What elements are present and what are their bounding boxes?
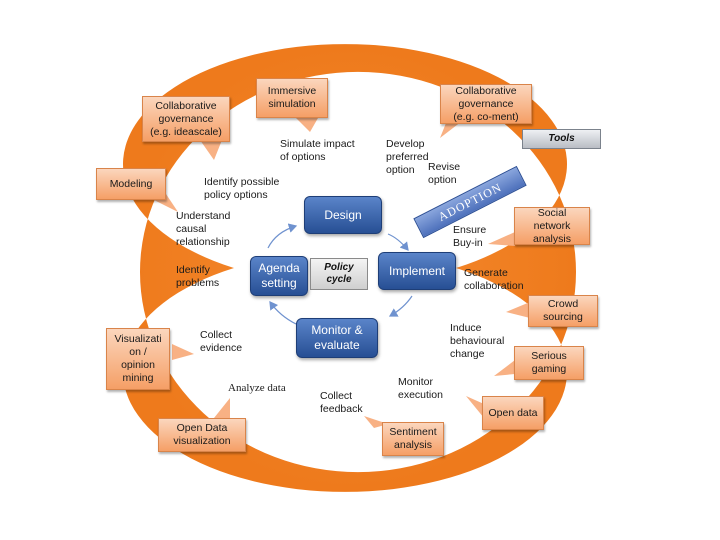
callout-tail-ideascale xyxy=(200,140,222,160)
callout-open-data-visualization: Open Data visualization xyxy=(158,418,246,452)
step-design: Design xyxy=(304,196,382,234)
callout-serious-gaming: Serious gaming xyxy=(514,346,584,380)
callout-immersive-simulation: Immersive simulation xyxy=(256,78,328,118)
callout-collab-ideascale: Collaborative governance (e.g. ideascale… xyxy=(142,96,230,142)
callout-tail-crowd xyxy=(506,302,530,318)
activity-identify-problems: Identify problems xyxy=(176,264,220,289)
activity-revise: Revise option xyxy=(428,161,461,186)
callout-open-data: Open data xyxy=(482,396,544,430)
step-monitor-label: Monitor & evaluate xyxy=(311,323,363,352)
callout-opendata-text: Open data xyxy=(488,406,538,419)
callout-crowd-text: Crowd sourcing xyxy=(543,298,583,323)
step-implement: Implement xyxy=(378,252,456,290)
callout-visualization-opinion-mining: Visualizati on / opinion mining xyxy=(106,328,170,390)
step-monitor-evaluate: Monitor & evaluate xyxy=(296,318,378,358)
activity-collect-feedback: Collect feedback xyxy=(320,390,363,415)
step-design-label: Design xyxy=(324,207,362,222)
callout-ideascale-text: Collaborative governance (e.g. ideascale… xyxy=(150,99,222,138)
callout-sentiment-text: Sentiment analysis xyxy=(389,426,437,451)
step-implement-label: Implement xyxy=(388,263,446,278)
callout-social-network: Social network analysis xyxy=(514,207,590,245)
callout-immersive-text: Immersive simulation xyxy=(267,85,317,110)
activity-monitor-execution: Monitor execution xyxy=(398,376,443,401)
arrow-agenda-design xyxy=(267,223,298,249)
callout-opendatavis-text: Open Data visualization xyxy=(173,422,231,447)
callout-tail-opendatavis xyxy=(214,398,230,418)
tools-legend: Tools xyxy=(522,129,601,149)
callout-serious-text: Serious gaming xyxy=(531,350,567,375)
callout-tail-social xyxy=(488,232,515,246)
callout-crowd-sourcing: Crowd sourcing xyxy=(528,295,598,327)
callout-tail-serious xyxy=(494,360,515,376)
activity-understand: Understand causal relationship xyxy=(176,210,231,248)
policy-cycle-text: Policy cycle xyxy=(324,262,354,285)
arrow-implement-monitor xyxy=(388,295,413,317)
activity-induce: Induce behavioural change xyxy=(450,322,505,360)
callout-collab-coment: Collaborative governance (e.g. co-ment) xyxy=(440,84,532,124)
activity-collect-evidence: Collect evidence xyxy=(200,329,243,354)
callout-modeling-text: Modeling xyxy=(109,177,153,190)
callout-tail-immersive xyxy=(296,118,318,132)
arrow-monitor-agenda xyxy=(269,301,297,325)
step-agenda-label: Agenda setting xyxy=(258,261,300,290)
activity-develop: Develop preferred option xyxy=(386,138,429,176)
callout-tail-visualization xyxy=(172,344,194,360)
activity-simulate: Simulate impact of options xyxy=(280,138,355,163)
callout-modeling: Modeling xyxy=(96,168,166,200)
activity-analyze: Analyze data xyxy=(228,382,286,394)
policy-cycle-label: Policy cycle xyxy=(310,258,368,290)
activity-ensure: Ensure Buy-in xyxy=(453,224,487,249)
callout-coment-text: Collaborative governance (e.g. co-ment) xyxy=(453,84,519,123)
activity-generate: Generate collaboration xyxy=(464,267,524,292)
activity-identify-options: Identify possible policy options xyxy=(204,176,280,201)
callout-sentiment-analysis: Sentiment analysis xyxy=(382,422,444,456)
arrow-design-implement xyxy=(387,233,409,251)
orange-ring xyxy=(122,44,576,492)
callout-tail-opendata xyxy=(466,396,484,418)
callout-social-text: Social network analysis xyxy=(533,206,571,245)
callout-visualization-text: Visualizati on / opinion mining xyxy=(114,333,162,384)
step-agenda-setting: Agenda setting xyxy=(250,256,308,296)
